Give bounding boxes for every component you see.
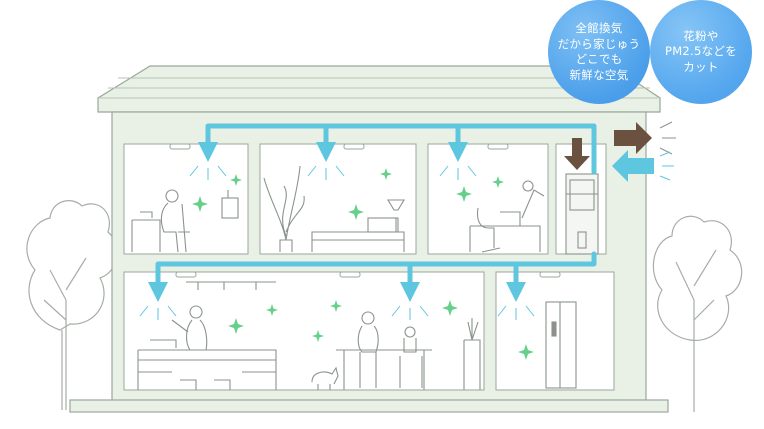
exhaust-arrow-icon xyxy=(564,122,652,170)
house xyxy=(69,65,669,413)
bubble-line: 全館換気 xyxy=(575,21,623,35)
fresh-air-bubble: 全館換気 だから家じゅう どこでも 新鮮な空気 xyxy=(548,0,650,104)
bubble-line: 花粉や xyxy=(683,28,719,43)
pollen-cut-bubble: 花粉や PM2.5などを カット xyxy=(650,0,752,104)
exhaust-air-lines xyxy=(659,121,676,155)
air-duct xyxy=(148,123,597,302)
bubble-line: どこでも xyxy=(575,52,623,66)
airflow-lines xyxy=(139,165,535,320)
bubble-line: 新鮮な空気 xyxy=(569,67,629,82)
intake-air-lines xyxy=(659,151,674,181)
fresh-air-outlet-icon xyxy=(169,143,561,278)
intake-arrow-icon xyxy=(612,150,654,182)
bubble-line: PM2.5などを xyxy=(664,44,738,59)
tree-right xyxy=(652,215,743,412)
bubble-line: カット xyxy=(683,59,719,74)
tree-left xyxy=(26,200,118,410)
sparkle-icon xyxy=(192,168,534,360)
bubble-line: だから家じゅう xyxy=(557,36,641,51)
furniture-line-art xyxy=(131,165,599,390)
